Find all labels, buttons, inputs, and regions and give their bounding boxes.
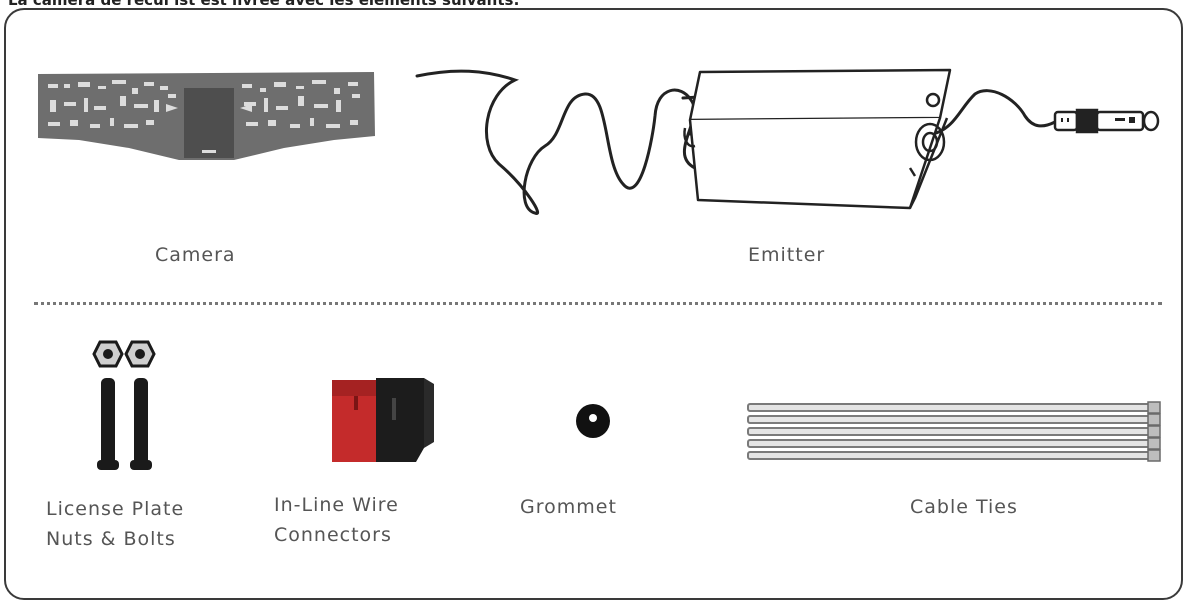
section-divider [34,302,1162,305]
camera-image [38,72,375,160]
emitter-label: Emitter [748,244,826,266]
cable-ties-image [747,401,1161,462]
camera-label: Camera [155,244,236,266]
wire-connectors-image [332,378,434,462]
wire-connectors-label-line-2: Connectors [274,524,392,546]
nuts-bolts-label-line-2: Nuts & Bolts [46,528,176,550]
emitter-image [415,68,1160,215]
grommet-image [576,404,610,438]
wire-connectors-label: In-Line Wire Connectors [274,490,399,550]
nuts-bolts-image [92,340,156,470]
grommet-label: Grommet [520,496,617,518]
nuts-bolts-label: License Plate Nuts & Bolts [46,494,184,554]
wire-connectors-label-line-1: In-Line Wire [274,494,399,516]
nuts-bolts-label-line-1: License Plate [46,498,185,520]
cable-ties-label: Cable Ties [910,496,1018,518]
cut-off-caption: La caméra de recul ist est livrée avec l… [8,0,520,9]
